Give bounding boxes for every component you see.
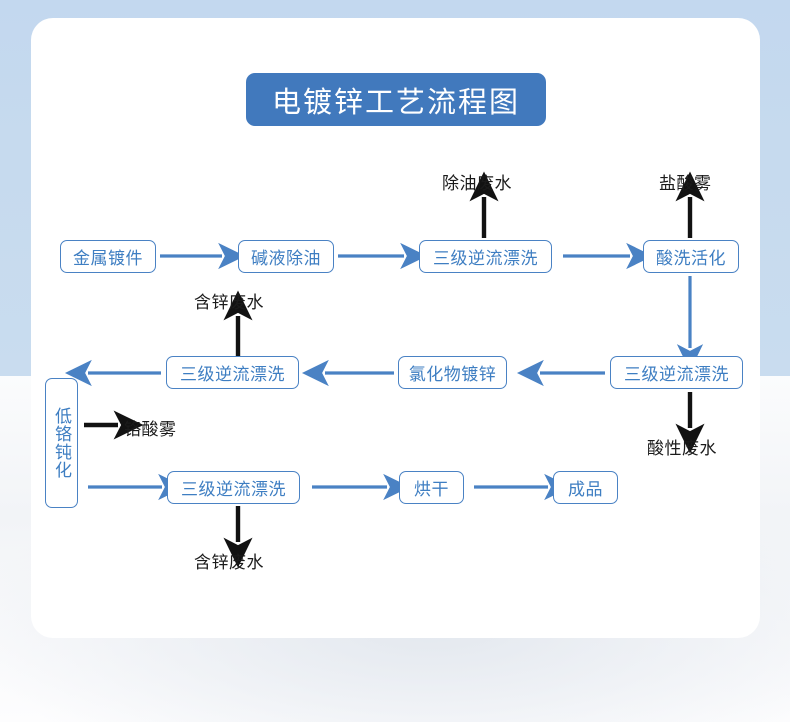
node-chloride-zinc-plating[interactable]: 氯化物镀锌 xyxy=(398,356,507,389)
label-chromic-acid-mist: 铬酸雾 xyxy=(124,420,177,439)
node-label: 三级逆流漂洗 xyxy=(433,249,538,268)
node-rinse-4[interactable]: 三级逆流漂洗 xyxy=(167,471,300,504)
node-label: 氯化物镀锌 xyxy=(408,365,497,384)
node-rinse-2[interactable]: 三级逆流漂洗 xyxy=(610,356,743,389)
label-zinc-wastewater-lower: 含锌废水 xyxy=(194,553,264,572)
node-low-chrome-passivate[interactable]: 低铬钝化 xyxy=(45,378,78,508)
label-hydrochloric-acid-mist: 盐酸雾 xyxy=(659,174,712,193)
node-metal-part[interactable]: 金属镀件 xyxy=(60,240,156,273)
node-acid-activate[interactable]: 酸洗活化 xyxy=(643,240,739,273)
node-label: 酸洗活化 xyxy=(656,249,726,268)
label-zinc-wastewater-upper: 含锌废水 xyxy=(194,293,264,312)
diagram-title-pill: 电镀锌工艺流程图 xyxy=(246,73,546,126)
node-alkali-degrease[interactable]: 碱液除油 xyxy=(238,240,334,273)
node-label: 三级逆流漂洗 xyxy=(624,365,729,384)
node-drying[interactable]: 烘干 xyxy=(399,471,464,504)
node-label: 成品 xyxy=(568,480,603,499)
node-label: 低铬钝化 xyxy=(52,407,71,479)
node-label: 烘干 xyxy=(414,480,449,499)
page-title: 电镀锌工艺流程图 xyxy=(271,86,520,119)
node-label: 三级逆流漂洗 xyxy=(181,480,286,499)
node-rinse-1[interactable]: 三级逆流漂洗 xyxy=(419,240,552,273)
node-label: 三级逆流漂洗 xyxy=(180,365,285,384)
node-label: 金属镀件 xyxy=(73,249,143,268)
label-acidic-wastewater: 酸性废水 xyxy=(647,439,717,458)
label-degrease-wastewater: 除油废水 xyxy=(442,174,512,193)
node-finished-product[interactable]: 成品 xyxy=(553,471,618,504)
node-label: 碱液除油 xyxy=(251,249,321,268)
node-rinse-3[interactable]: 三级逆流漂洗 xyxy=(166,356,299,389)
